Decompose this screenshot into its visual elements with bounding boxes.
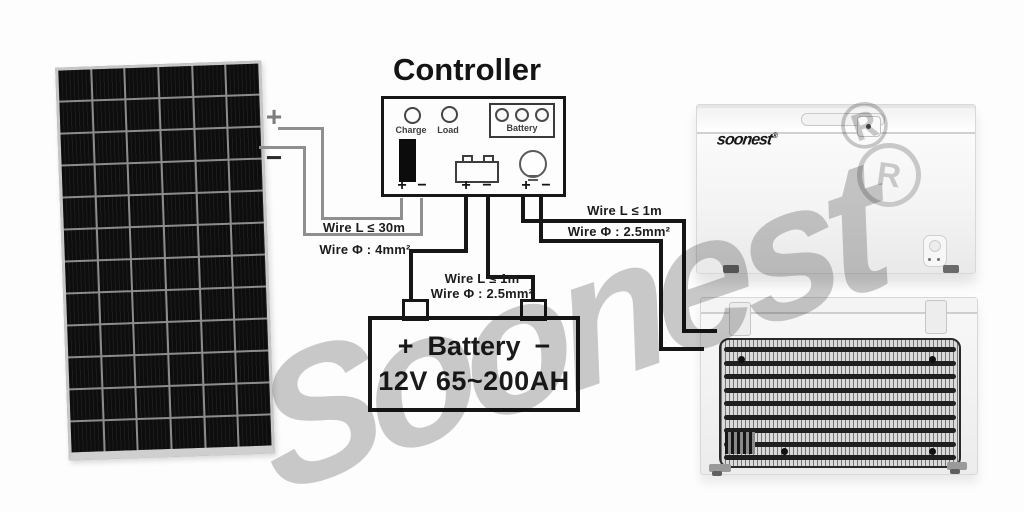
freezer-back-photo: [700, 297, 978, 476]
wire-segment: [521, 219, 686, 223]
wire-segment: [303, 146, 306, 236]
registered-emblem: R: [852, 138, 926, 212]
wire-segment: [409, 249, 413, 302]
light-bulb-icon: [519, 150, 547, 178]
controller-title: Controller: [392, 52, 542, 87]
battery-plus-sign: +: [397, 331, 414, 361]
wire-segment: [539, 197, 543, 243]
battery-minus-sign: −: [534, 331, 551, 361]
wire-segment: [259, 146, 306, 149]
terminal-minus: −: [541, 177, 551, 194]
controller-box: [381, 96, 566, 197]
terminal-minus: −: [482, 177, 492, 194]
charge-led-icon: [404, 107, 421, 124]
battery-spec: 12V 65~200AH: [378, 366, 570, 396]
battery-symbol: [455, 161, 499, 183]
solar-panel: [55, 60, 275, 461]
condenser-coils: [719, 338, 961, 468]
wire-segment: [682, 329, 717, 333]
hinge-icon: [925, 300, 947, 334]
panel-minus-terminal: −: [265, 142, 283, 173]
wire-segment: [486, 197, 490, 278]
screw-icon: [781, 448, 788, 455]
brand-logo-text: soonest: [715, 131, 773, 149]
wire-segment: [486, 275, 535, 279]
wire-segment: [464, 197, 468, 252]
hinge-icon: [729, 302, 751, 336]
battery-led-icon: [535, 108, 549, 122]
indicator-dot: [937, 258, 940, 261]
wire-segment: [420, 198, 423, 236]
wire-label-solar-gauge: Wire Φ : 4mm²: [319, 242, 411, 257]
bulb-base-icon: [528, 175, 538, 183]
freezer-control-panel: [923, 235, 947, 267]
freezer-lock: [857, 116, 881, 137]
terminal-minus: −: [417, 177, 427, 194]
charge-label: Charge: [395, 125, 427, 135]
brand-logo: soonest®: [716, 131, 779, 149]
indicator-dot: [928, 258, 931, 261]
wire-segment: [321, 127, 324, 220]
screw-icon: [929, 448, 936, 455]
freezer-lid: [697, 105, 975, 134]
freezer-foot: [943, 265, 959, 273]
battery-box: + Battery − 12V 65~200AH: [368, 316, 580, 412]
wire-segment: [321, 217, 403, 220]
battery-led-icon: [515, 108, 529, 122]
terminal-plus: +: [397, 177, 407, 194]
battery-indicator-box: Battery: [489, 103, 555, 138]
battery-name: Battery: [427, 331, 521, 361]
screw-icon: [929, 356, 936, 363]
wire-segment: [521, 197, 525, 223]
battery-title: + Battery −: [398, 331, 551, 362]
battery-led-icon: [495, 108, 509, 122]
wire-segment: [303, 233, 423, 236]
caster-foot: [709, 464, 731, 476]
solar-panel-grid: [58, 63, 272, 453]
registered-mark: ®: [771, 131, 779, 140]
lock-keyhole-icon: [866, 124, 871, 129]
load-label: Load: [437, 125, 459, 135]
compressor-vents: [725, 432, 755, 454]
screw-icon: [738, 356, 745, 363]
wire-segment: [682, 219, 686, 333]
wire-label-fridge-gauge: Wire Φ : 2.5mm²: [567, 224, 671, 239]
freezer-front-photo: soonest® R: [696, 104, 976, 274]
wire-segment: [400, 198, 403, 220]
panel-plus-terminal: +: [265, 101, 283, 132]
wire-segment: [659, 239, 663, 351]
terminal-plus: +: [521, 177, 531, 194]
wire-label-battery-length: Wire L ≤ 1m: [444, 271, 520, 286]
thermostat-dial-icon: [929, 240, 941, 252]
wire-segment: [278, 127, 324, 130]
wire-segment: [409, 249, 468, 253]
battery-symbol-terminal: [462, 155, 473, 163]
battery-indicator-label: Battery: [506, 123, 538, 133]
terminal-plus: +: [461, 177, 471, 194]
freezer-foot: [723, 265, 739, 273]
caster-foot: [947, 462, 967, 474]
wire-segment: [531, 275, 535, 302]
wire-segment: [539, 239, 663, 243]
battery-symbol-terminal: [483, 155, 494, 163]
wire-label-fridge-length: Wire L ≤ 1m: [587, 203, 662, 218]
load-led-icon: [441, 106, 458, 123]
wire-segment: [659, 347, 704, 351]
solar-panel-symbol: [399, 139, 416, 182]
freezer-back-lid-edge: [701, 298, 977, 314]
wire-label-battery-gauge: Wire Φ : 2.5mm²: [430, 286, 534, 301]
wire-label-solar-length: Wire L ≤ 30m: [322, 220, 406, 235]
